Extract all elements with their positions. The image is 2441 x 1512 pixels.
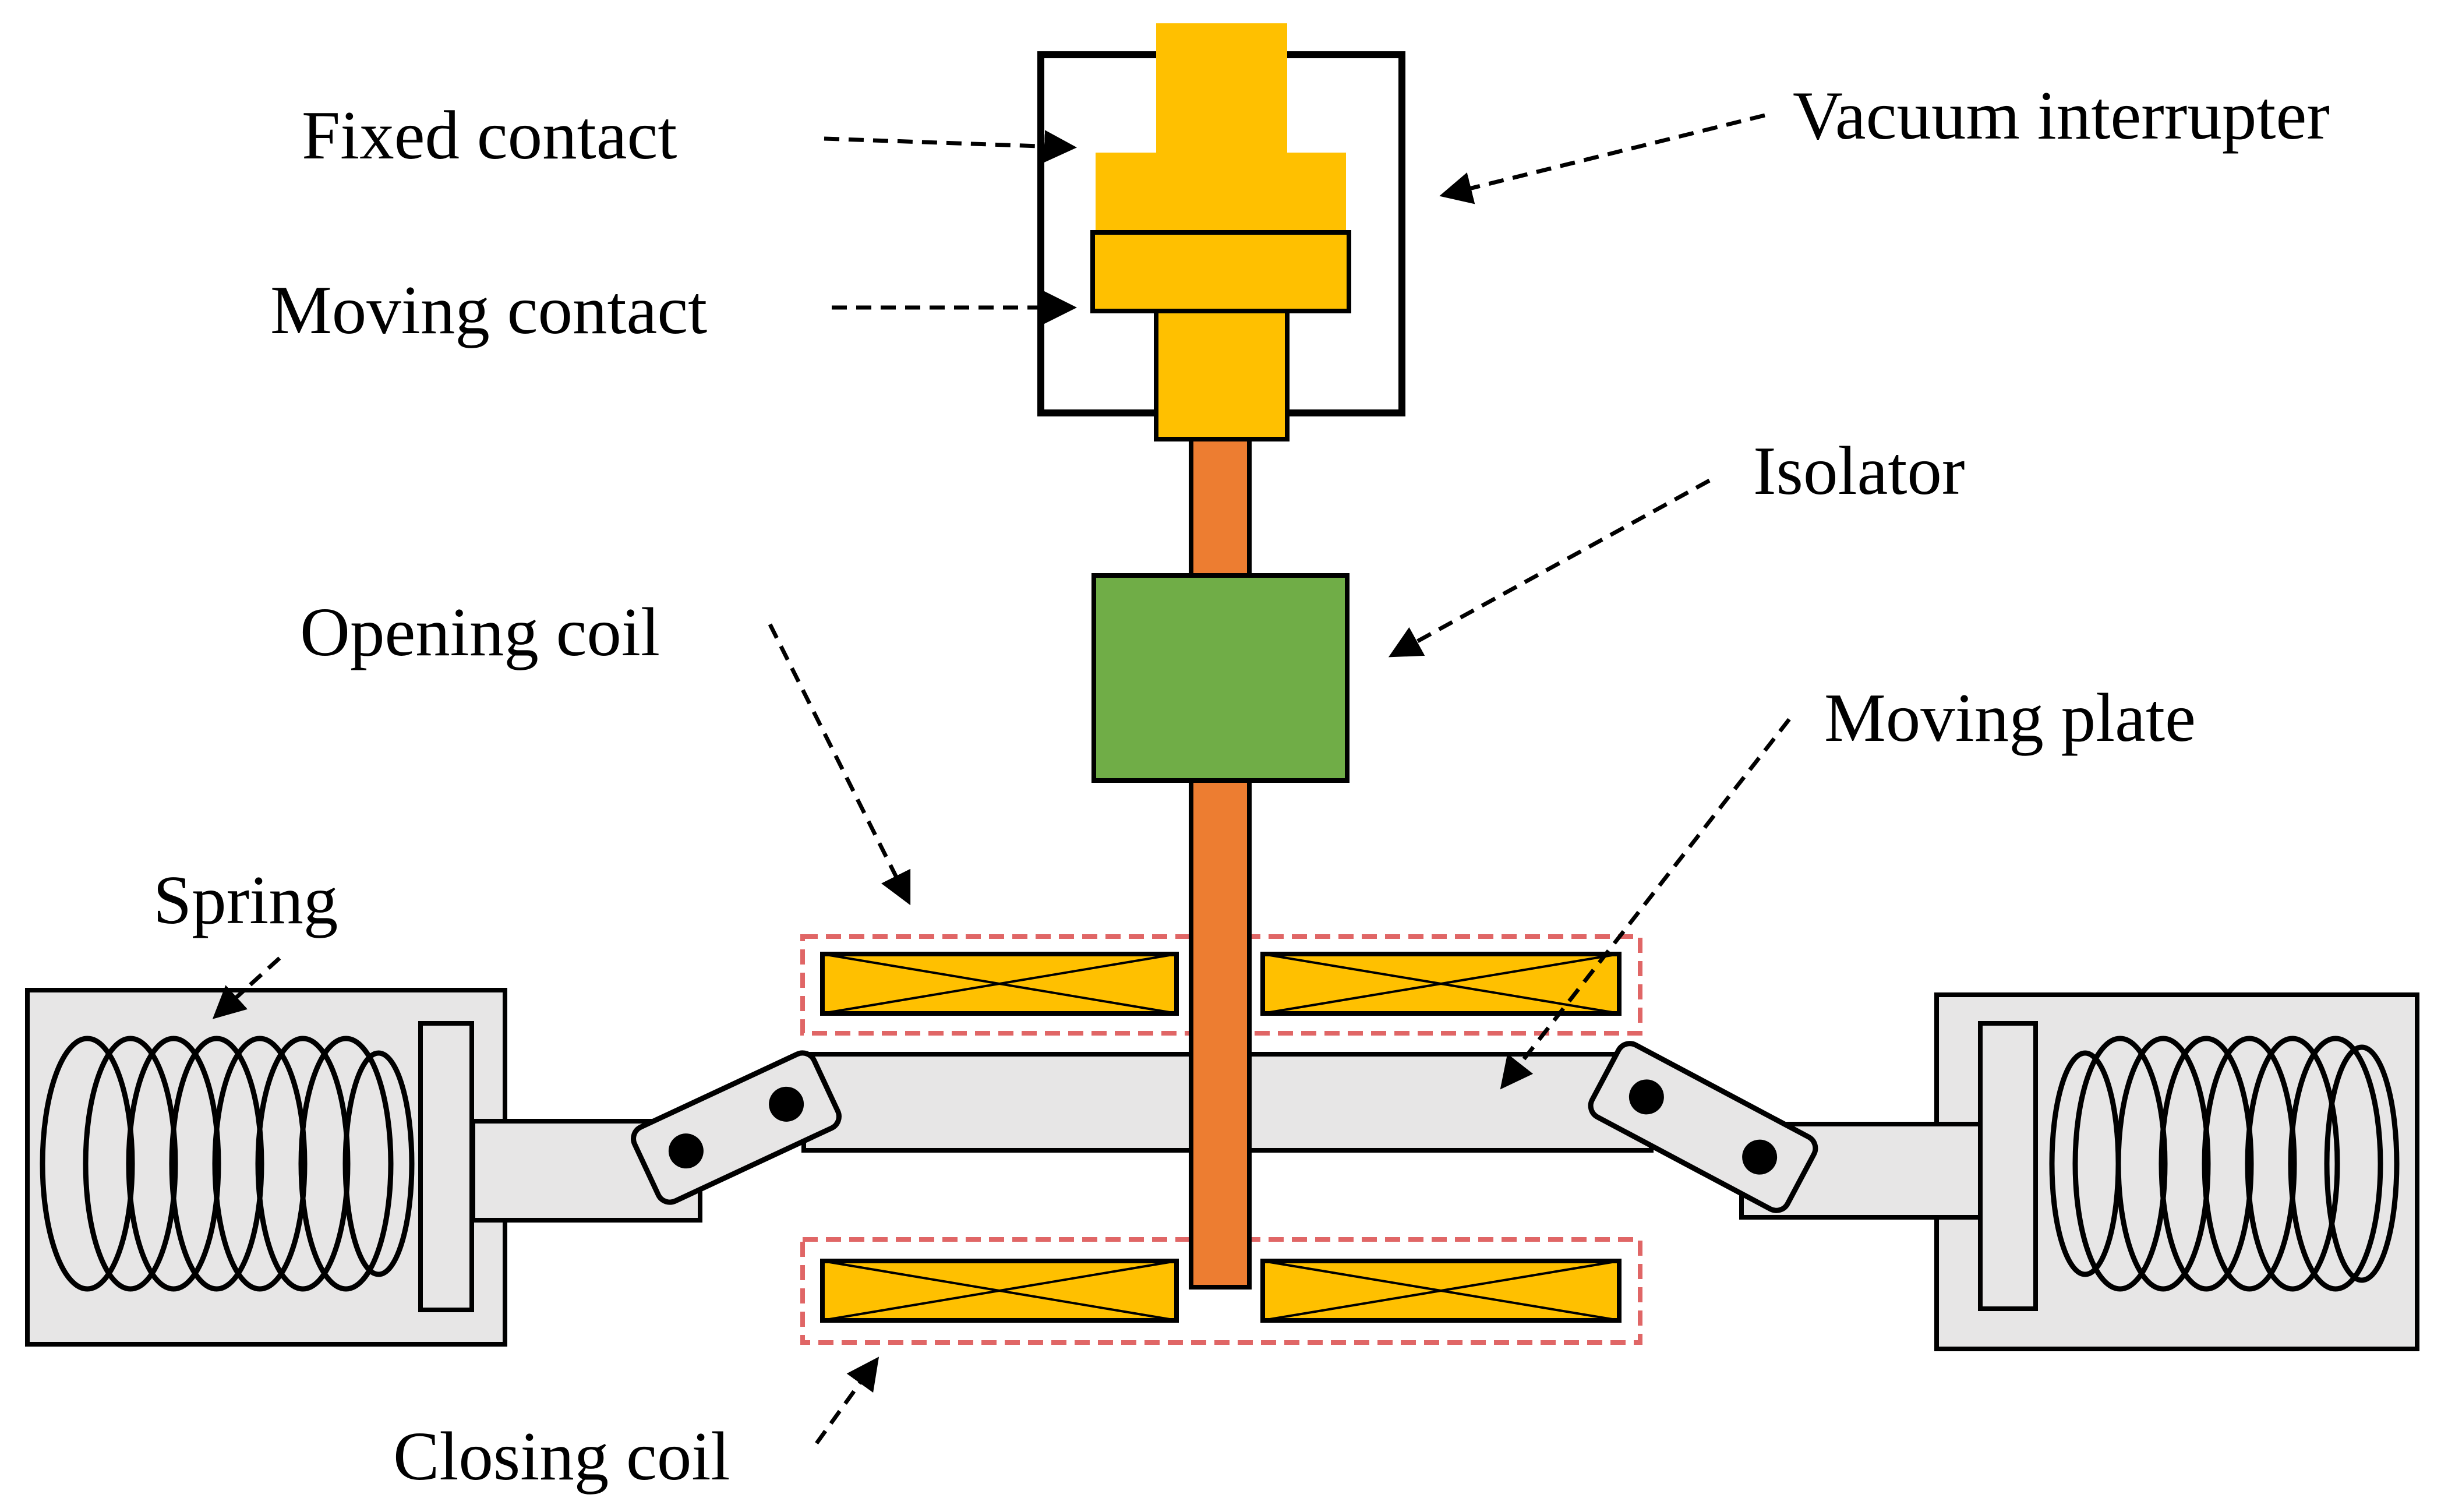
spring-arrow: [212, 956, 281, 1019]
closing-coil-arrow: [815, 1356, 879, 1445]
right-linkage: [1588, 1041, 1818, 1213]
label-opening-coil: Opening coil: [300, 594, 660, 670]
right-spring-coil: [2049, 1036, 2400, 1292]
leader-arrows: [212, 113, 1791, 1445]
label-moving-plate: Moving plate: [1824, 679, 2196, 756]
drive-rod-lower: [1189, 778, 1252, 1290]
label-isolator: Isolator: [1753, 432, 1965, 509]
left-linkage: [631, 1050, 842, 1205]
vacuum-interrupter-arrow: [1439, 113, 1765, 204]
moving-contact-stem: [1154, 309, 1290, 441]
opening-coil-arrow: [768, 623, 911, 906]
moving-plate-arrow: [1500, 718, 1791, 1090]
opening-coil: [800, 934, 1642, 1036]
moving-contact: [1090, 230, 1351, 313]
closing-coil: [800, 1237, 1642, 1345]
label-spring: Spring: [153, 861, 338, 938]
label-moving-contact: Moving contact: [270, 271, 707, 348]
isolator-arrow: [1388, 478, 1711, 658]
fixed-contact: [1096, 23, 1346, 233]
fixed-contact-arrow: [824, 130, 1077, 163]
label-vacuum-interrupter: Vacuum interrupter: [1793, 77, 2330, 154]
label-closing-coil: Closing coil: [393, 1418, 730, 1495]
drive-rod-upper: [1189, 437, 1252, 578]
left-spring-housing: [25, 988, 702, 1347]
left-spring-coil: [40, 1036, 415, 1292]
isolator-block: [1091, 573, 1350, 783]
label-fixed-contact: Fixed contact: [302, 97, 677, 174]
